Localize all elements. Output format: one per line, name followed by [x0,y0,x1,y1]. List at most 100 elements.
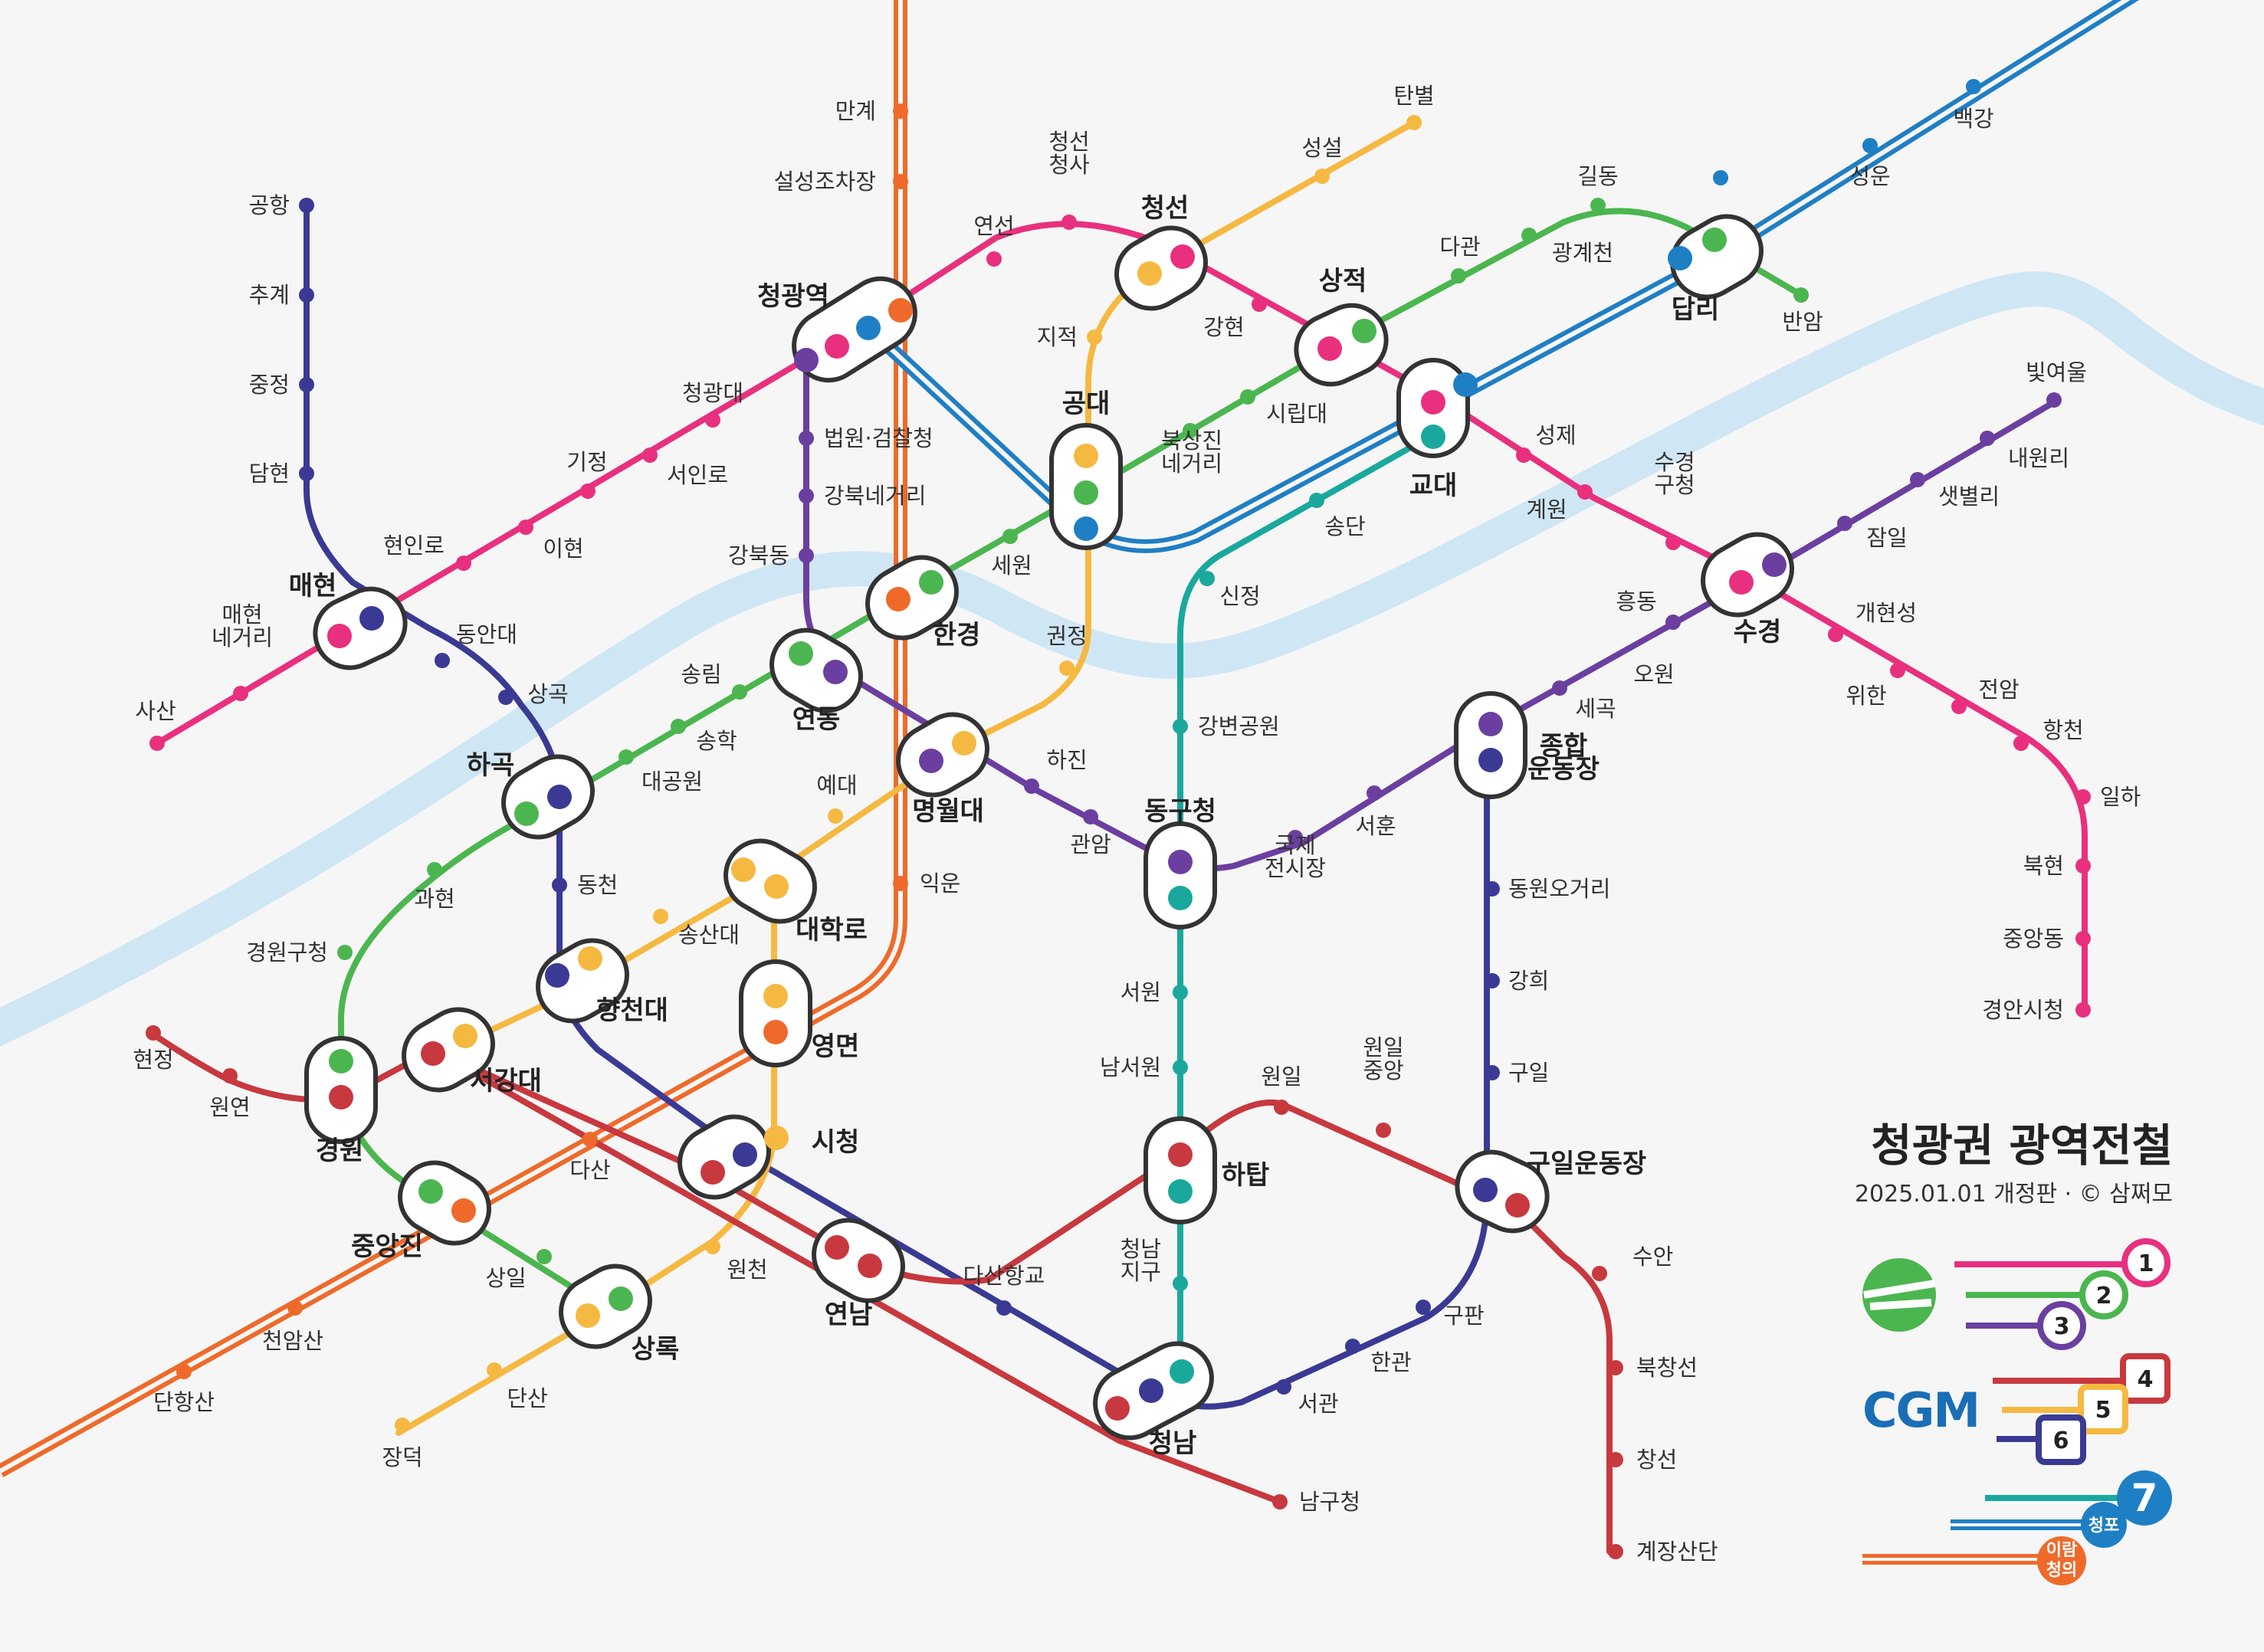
legend-badge-1: 1 [2138,1250,2154,1277]
station-label: 공항 [249,192,290,218]
station-label: 담현 [249,461,290,487]
station-label: 항천 [2043,717,2083,743]
station-label: 한경 [933,620,981,651]
station-label: 동원오거리 [1508,876,1610,902]
station-label: 상곡 [527,681,568,707]
station-label: 송학 [696,728,737,754]
station-label: 강북동 [728,542,789,569]
station-label: 과현 [414,886,454,912]
station-label: 만계 [835,98,876,124]
station-label: 교대 [1409,470,1458,501]
legend-badge-2: 2 [2096,1283,2112,1309]
station-label: 개현성 [1855,600,1917,626]
station-label: 서훈 [1355,813,1396,839]
line7-tag: 청포 [2088,1516,2119,1536]
station-label: 청선 [1141,193,1189,224]
legend-badge-7: 7 [2131,1476,2158,1520]
station-label: 사산 [135,698,176,724]
station-label: 반암 [1782,309,1823,335]
station-label: 천암산 [262,1328,323,1354]
station-label: 중앙동 [2003,926,2064,952]
station-label: 백강 [1953,106,1993,132]
station-label: 원천 [727,1257,767,1283]
legend-badge-7-icon [2117,1470,2172,1526]
station-label: 기정 [566,449,607,475]
station-label: 성설 [1301,135,1342,161]
station-label: 한관 [1370,1349,1411,1375]
line-teal [1177,434,1432,1375]
interchange-stations [304,214,1794,1441]
station-label: 권정 [1046,623,1087,649]
station-label: 오원 [1633,661,1674,687]
station-label: 세원 [991,552,1032,579]
station-label: 경원구청 [246,939,328,965]
station-label: 청남 [1149,1428,1197,1459]
station-label: 연남 [825,1300,873,1330]
legend-logo-icon [1862,1258,1936,1332]
station-label: 영면 [812,1031,860,1062]
station-label: 계원 [1526,497,1567,523]
station-label: 탄별 [1393,83,1434,109]
legend-group-4-6: CGM 4 5 6 [1862,1353,2170,1465]
station-label: 서관 [1298,1391,1338,1417]
station-label: 송산대 [678,922,740,948]
legend-badge-3: 3 [2054,1313,2070,1340]
station-label: 현정 [133,1047,173,1073]
station-label: 하곡 [467,750,515,781]
station-label: 신정 [1219,583,1260,609]
station-label: 강북네거리 [824,483,926,509]
station-label: 남서원 [1100,1054,1161,1080]
station-label: 광계천 [1552,240,1613,266]
station-label: 위한 [1846,683,1886,709]
station-label: 수경 [1734,617,1782,647]
station-label: 답리 [1672,294,1720,325]
map-title: 청광권 광역전철 [1871,1119,2173,1172]
station-label: 상적 [1319,266,1367,297]
station-label: 청광대 [682,380,743,406]
line7-tag-icon [2081,1502,2127,1548]
station-label: 구판 [1443,1303,1484,1329]
station-label: 설성조차장 [774,169,876,195]
station-label: 강변공원 [1198,713,1280,739]
station-label: 연동 [792,704,841,735]
station-label: 지적 [1037,324,1078,350]
station-label: 상일 [485,1265,526,1291]
map-subtitle: 2025.01.01 개정판 · © 삼쩌모 [1855,1181,2173,1208]
station-label: 예대 [816,772,857,798]
station-label: 법원·검찰청 [824,425,933,451]
station-label: 장덕 [382,1444,422,1470]
station-label: 남구청 [1299,1489,1360,1515]
station-label: 길동 [1577,163,1618,189]
station-label: 매현 [289,571,337,601]
airport-tag-line2: 청의 [2046,1561,2077,1580]
station-label: 공대 [1062,388,1111,419]
station-label: 강현 [1203,314,1244,340]
station-label: 일하 [2100,784,2141,810]
station-label: 동구청 [1144,796,1216,827]
station-label: 하진 [1046,747,1087,773]
station-label: 단항산 [153,1389,215,1415]
legend-badge-6: 6 [2053,1427,2069,1454]
station-label: 잠일 [1866,525,1907,551]
station-label: 서강대 [470,1066,542,1096]
station-label: 추계 [249,282,290,308]
legend-group-1-3: 1 2 3 [1862,1238,2170,1350]
station-label: 현인로 [383,533,445,559]
station-label: 대공원 [641,769,703,795]
station-label: 샛별리 [1938,483,2000,510]
station-label: 중앙진 [351,1231,423,1262]
station-label: 시립대 [1266,401,1327,427]
station-label: 상록 [632,1334,680,1365]
station-label: 빛여울 [2026,359,2087,385]
station-label: 청광역 [757,281,829,312]
station-label: 송림 [681,661,721,687]
